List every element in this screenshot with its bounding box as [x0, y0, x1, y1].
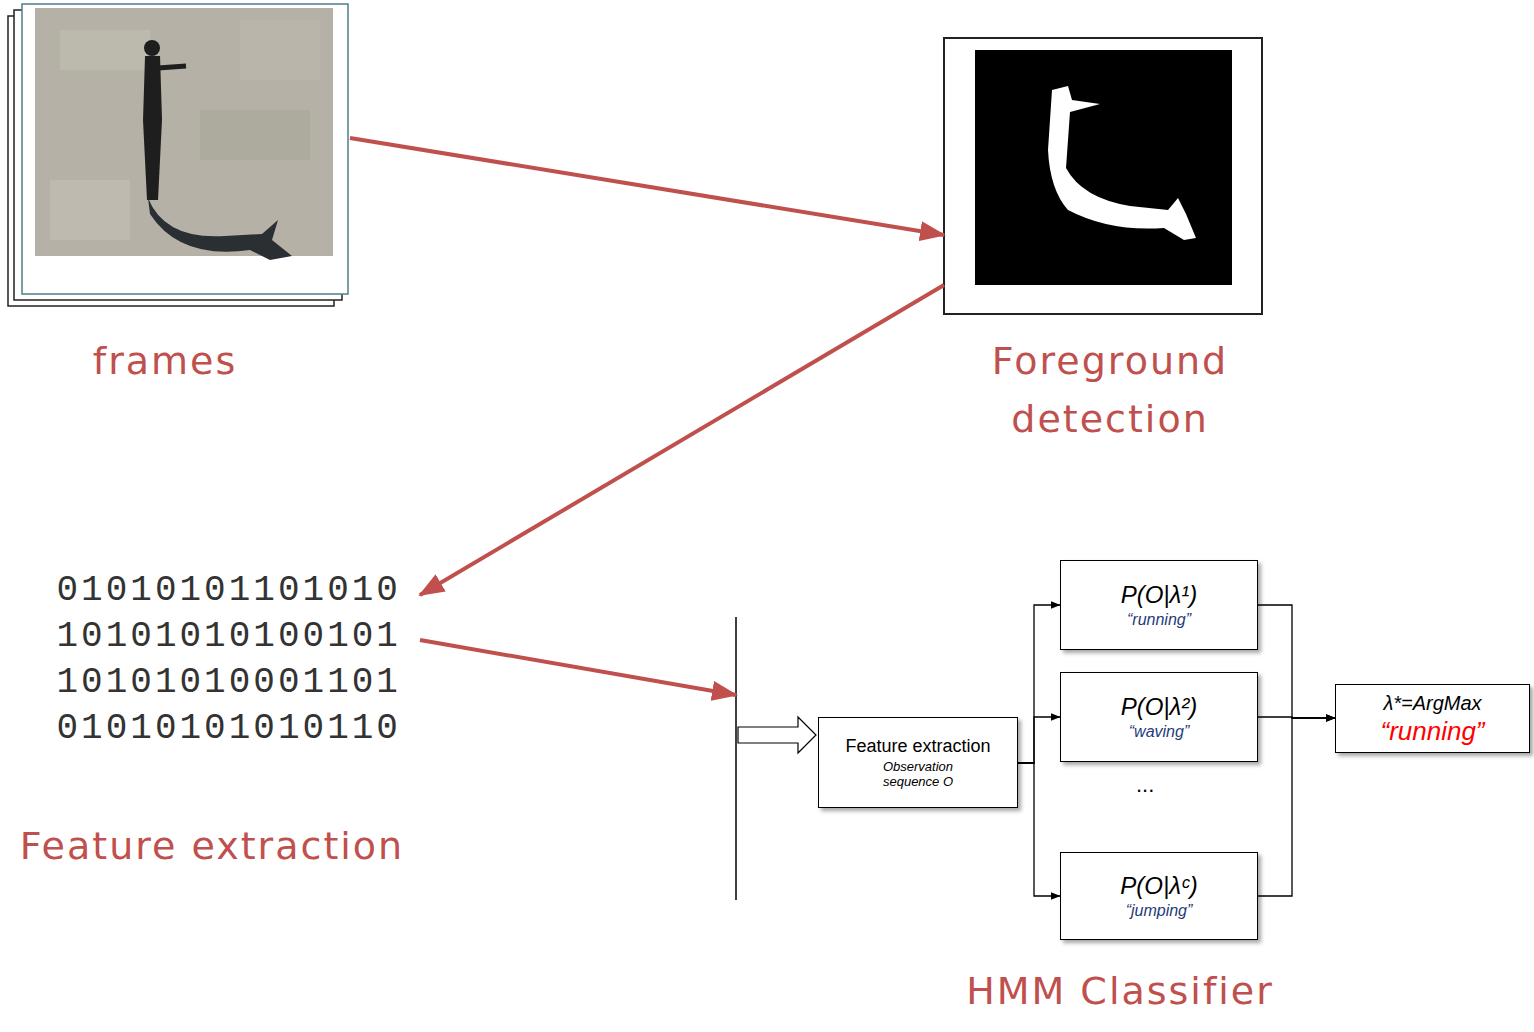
- image-foreground: Foreground detection: [944, 38, 1262, 314]
- probability-formula: P(O|λ²): [1121, 693, 1198, 721]
- probability-formula: P(O|λᶜ): [1120, 872, 1197, 900]
- result-box: λ*=ArgMax“running”: [1335, 684, 1530, 753]
- model-box: P(O|λ²) “waving”: [1060, 672, 1258, 762]
- class-name: “running”: [1127, 611, 1191, 629]
- image-frames: frames: [8, 0, 350, 305]
- frame-front: [22, 4, 348, 294]
- binary-code: 01010101101010 10101010100101 1010101000…: [57, 568, 409, 752]
- mask-ground: [975, 50, 1232, 285]
- step-label: Feature extraction: [12, 817, 412, 875]
- person-head: [144, 40, 160, 56]
- input-bar: [735, 617, 737, 900]
- person-arm: [158, 66, 186, 68]
- box-title: Feature extraction: [845, 736, 990, 757]
- person-body: [143, 56, 162, 200]
- argmax-formula: λ*=ArgMax: [1383, 692, 1481, 715]
- process-box: Feature extractionObservation sequence O: [818, 717, 1018, 808]
- box-subtitle: Observation sequence O: [858, 759, 978, 789]
- step-label: HMM Classifier: [820, 962, 1420, 1020]
- arrow-connector: [1258, 718, 1335, 896]
- arrow-connector: [350, 138, 944, 235]
- arrow-connector: [1018, 605, 1060, 763]
- step-label: Foreground detection: [920, 332, 1300, 448]
- photo-ground: [35, 8, 333, 256]
- class-name: “waving”: [1129, 723, 1189, 741]
- arrow-connector: [1258, 605, 1335, 718]
- feature-bits: 01010101101010 10101010100101 1010101000…: [45, 562, 420, 757]
- mask-frame: [944, 38, 1262, 314]
- model-box: P(O|λᶜ) “jumping”: [1060, 852, 1258, 940]
- arrow-connector: [420, 640, 736, 695]
- photo-texture: [200, 110, 310, 160]
- mask-silhouette: [1048, 86, 1196, 240]
- step-label: frames: [0, 332, 395, 390]
- result-class: “running”: [1380, 717, 1484, 745]
- photo-texture: [50, 180, 130, 240]
- classifier-group: HMM Classifier Feature extractionObservat…: [736, 540, 1520, 1020]
- classifier-input: [736, 617, 816, 900]
- model-box: P(O|λ¹) “running”: [1060, 560, 1258, 650]
- frames-stack: [8, 4, 348, 306]
- arrow-connector: [1018, 717, 1060, 763]
- foreground-mask: [944, 38, 1262, 314]
- arrow-connector: [1018, 763, 1060, 896]
- photo-texture: [60, 30, 150, 70]
- hollow-arrow: [738, 717, 816, 753]
- class-name: “jumping”: [1126, 902, 1193, 920]
- probability-formula: P(O|λ¹): [1121, 581, 1198, 609]
- person-shadow: [148, 198, 292, 260]
- photo-texture: [240, 20, 320, 80]
- ellipsis-label: ...: [1136, 772, 1154, 798]
- arrow-connector: [420, 285, 944, 595]
